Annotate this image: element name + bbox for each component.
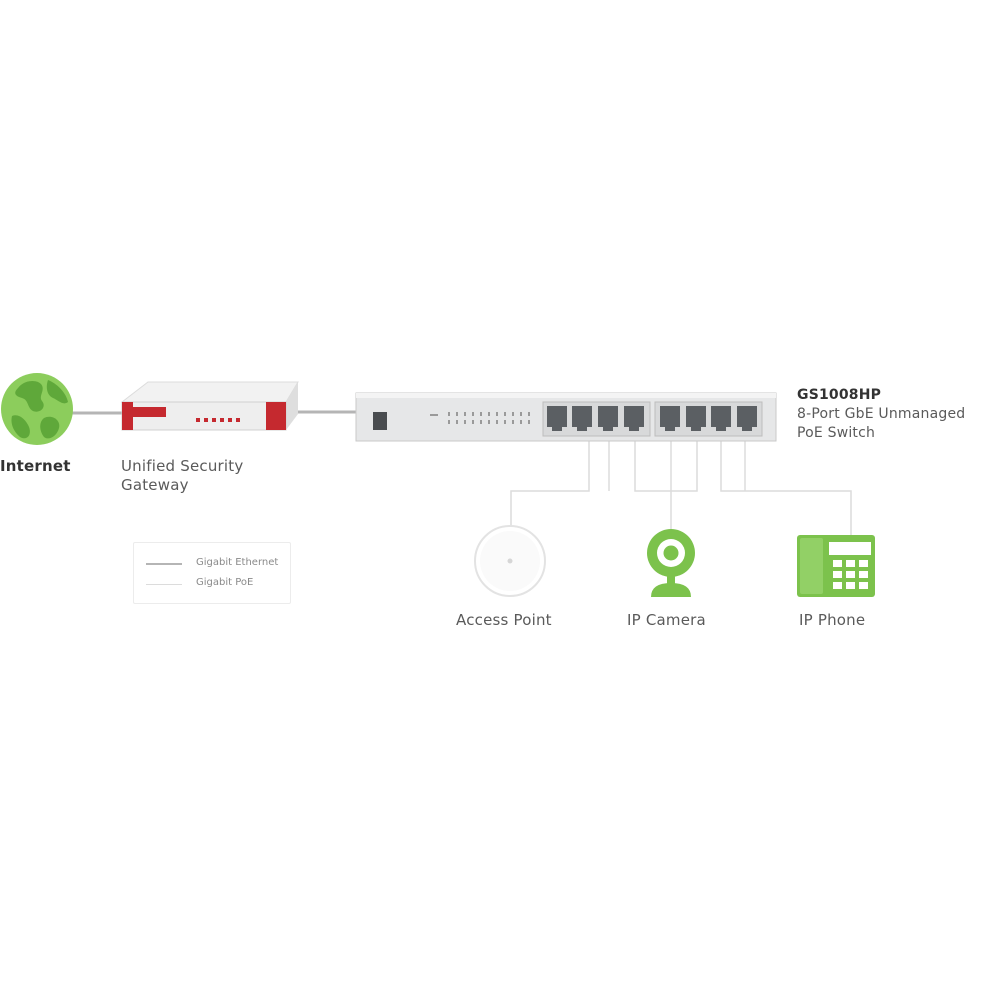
poe-link-ip-camera: [634, 435, 698, 540]
ip-camera-label: IP Camera: [627, 611, 706, 629]
gateway-label-line1: Unified Security: [121, 457, 244, 475]
gateway-label-line2: Gateway: [121, 476, 189, 494]
internet-label: Internet: [0, 457, 71, 475]
ip-phone-icon: [797, 535, 875, 597]
access-point-label: Access Point: [456, 611, 552, 629]
legend-label-poe: Gigabit PoE: [196, 577, 254, 588]
switch-desc-line2: PoE Switch: [797, 425, 876, 441]
ip-phone-label: IP Phone: [799, 611, 866, 629]
poe-switch-device: [355, 392, 777, 442]
ip-camera-icon: [647, 529, 695, 597]
legend-label-ethernet: Gigabit Ethernet: [196, 557, 279, 568]
switch-model-label: GS1008HP: [797, 387, 882, 403]
security-gateway-device: [120, 381, 299, 431]
legend-swatch-poe: [146, 584, 182, 585]
legend-swatch-ethernet: [146, 563, 182, 565]
access-point-icon: [474, 525, 546, 597]
globe-icon: [1, 373, 73, 445]
legend: Gigabit Ethernet Gigabit PoE: [133, 542, 291, 604]
poe-link-ip-phone: [720, 435, 852, 535]
poe-link-access-point: [510, 435, 610, 527]
switch-desc-line1: 8-Port GbE Unmanaged: [797, 406, 966, 422]
